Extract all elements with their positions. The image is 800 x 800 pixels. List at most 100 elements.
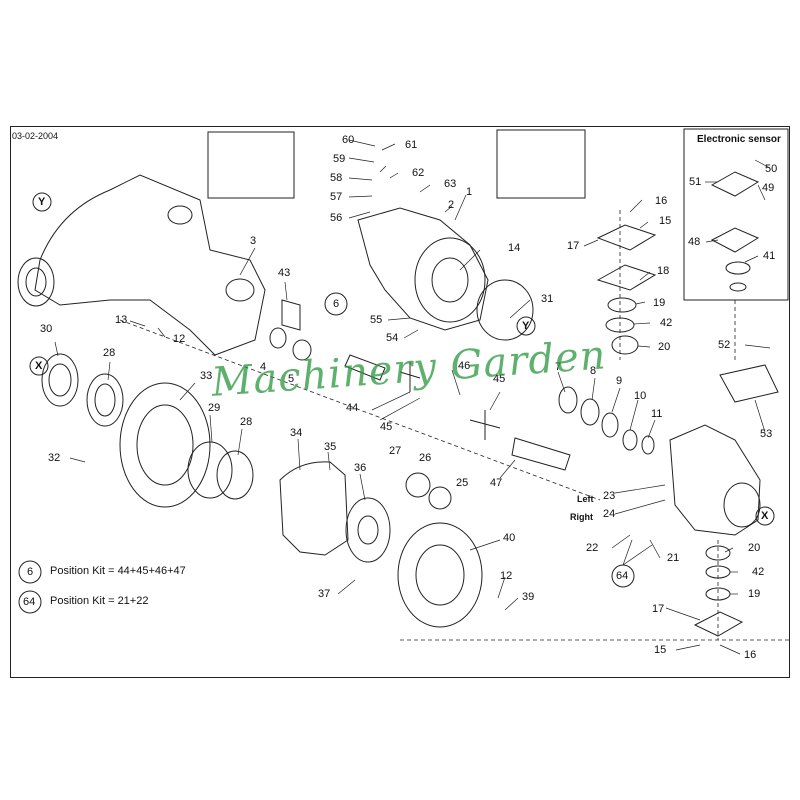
ring-9 [601,412,619,438]
part-label: 14 [508,242,521,254]
part-label: 7 [555,361,562,373]
part-label: 30 [40,323,53,335]
part-label: 52 [718,339,731,351]
marker-x-right-label: X [761,510,769,522]
part-label: 4 [260,361,267,373]
left-label: Left [577,494,594,504]
part-label: 28 [240,416,253,428]
part-label: 5 [288,373,295,385]
ring-19a [607,297,637,313]
part-label: 17 [652,603,665,615]
part-label: 49 [762,182,775,194]
part-label: 3 [250,235,257,247]
part-label: 28 [103,347,116,359]
part-label: 43 [278,267,291,279]
planet-carrier-36 [345,497,391,563]
bearing-28b [216,450,254,500]
part-label: 33 [200,370,213,382]
part-label: 1 [466,186,473,198]
part-label: 19 [748,588,761,600]
part-label: 53 [760,428,773,440]
shaft-43 [281,299,301,331]
steering-knuckle-top [357,207,489,331]
marker-x-left-label: X [35,360,43,372]
part-label: 46 [458,360,471,372]
part-label: 39 [522,591,535,603]
o-ring-31 [476,279,534,341]
part-label: 17 [567,240,580,252]
part-label: 9 [616,375,623,387]
part-label: 26 [419,452,432,464]
part-label: 32 [48,452,61,464]
part-label: 48 [688,236,701,248]
ring-gear-35 [279,461,349,556]
hub-cover-40 [397,522,483,628]
part-label: 22 [586,542,599,554]
part-label: 34 [290,427,303,439]
legend-kit-6: Position Kit = 44+45+46+47 [50,565,186,577]
part-label: 16 [655,195,668,207]
part-label: 25 [456,477,469,489]
seal-30 [41,353,79,407]
part-label: 27 [389,445,402,457]
gasket-18 [596,264,657,291]
marker-x-right [755,506,775,526]
part-label: 19 [653,297,666,309]
axle-housing [34,174,266,356]
hub-33 [119,382,211,508]
part-label: 24 [603,508,616,520]
inset-axle-top [207,131,295,199]
plate-53 [719,364,779,403]
marker-y-top-label: Y [38,196,46,208]
part-label: 35 [324,441,337,453]
part-label: 20 [748,542,761,554]
part-label: 60 [342,134,355,146]
sensor-plate-48 [710,227,760,253]
legend-kit-64: Position Kit = 21+22 [50,595,149,607]
cross-45 [399,362,421,392]
date-stamp: 03-02-2004 [12,131,59,141]
part-label: 55 [370,314,383,326]
gear-26 [405,472,431,498]
ring-10 [622,429,638,451]
inset-axle-right [496,129,586,199]
part-label: 15 [659,215,672,227]
inset-electronic-sensor [683,128,789,301]
part-label: 58 [330,172,343,184]
cover-17a [596,224,657,251]
seal-7 [558,386,578,414]
part-label: 21 [667,552,680,564]
badge-6-diagram [324,292,348,316]
diagram-frame [10,126,790,678]
sensor-cover-51 [710,171,760,197]
part-label: 45 [380,421,393,433]
legend-badge-6-label: 6 [27,566,34,578]
part-label: 63 [444,178,457,190]
part-label: 10 [634,390,647,402]
part-label: 11 [651,408,663,420]
ring-8 [580,398,600,426]
part-label: 59 [333,153,346,165]
part-label: 40 [503,532,516,544]
housing-flange [17,257,55,307]
part-label: 61 [405,139,418,151]
bearing-20a [611,335,639,355]
sensor-ring-41 [725,261,751,275]
part-label: 13 [115,314,128,326]
part-label: 31 [541,293,554,305]
part-label: 36 [354,462,367,474]
marker-x-left [29,356,49,376]
part-label: 42 [660,317,673,329]
part-label: 8 [590,365,597,377]
steering-knuckle-right [669,424,761,536]
part-label: 62 [412,167,425,179]
badge-6-label: 6 [333,298,340,310]
gear-25 [428,486,452,510]
part-label: 41 [763,250,776,262]
cover-17b [693,611,744,637]
part-label: 2 [448,199,455,211]
shaft-47 [511,437,571,471]
part-label: 16 [744,649,757,661]
part-label: 15 [654,644,667,656]
marker-y-right-label: Y [522,320,530,332]
